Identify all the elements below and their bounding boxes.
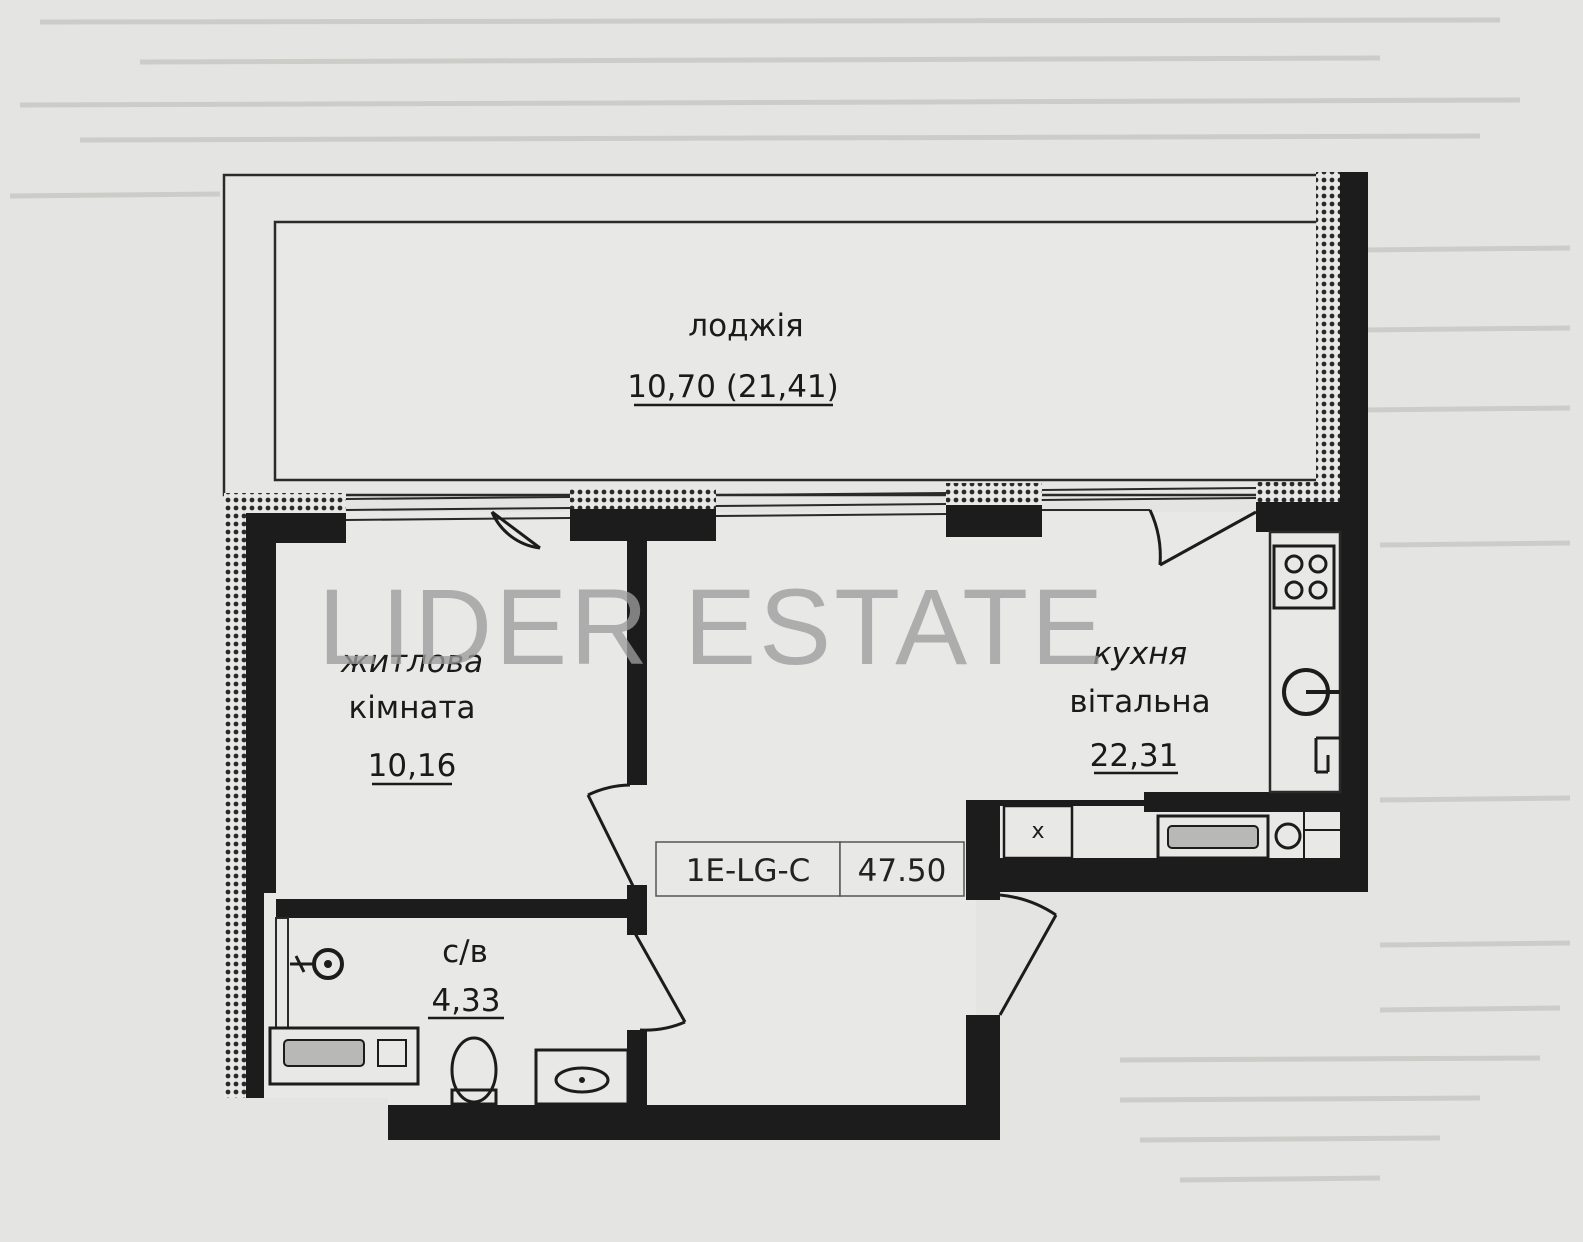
bathroom-door (630, 927, 687, 1032)
bedroom-door (586, 783, 637, 891)
right-jog-wall-upper (966, 800, 1000, 900)
toilet-icon (450, 1036, 498, 1106)
room-labels: житлова кімната 10,16 кухня вітальна 22,… (340, 636, 1211, 1020)
watermark: LIDER ESTATE (318, 566, 1106, 687)
loggia: лоджія 10,70 (21,41) (222, 173, 1324, 497)
kitchen-counter-block (1144, 792, 1340, 812)
balcony-door-left (490, 510, 541, 550)
bottom-right-wall (976, 858, 1368, 892)
exterior-walls (224, 172, 1340, 1098)
apartment-interior (245, 512, 1340, 1105)
kitchen-name-line2: вітальна (1069, 684, 1210, 720)
windows (345, 487, 1257, 521)
appliance-mark: x (1031, 819, 1044, 844)
left-inner-wall (246, 513, 276, 893)
top-hatch-segment-4 (1256, 482, 1340, 502)
solid-walls (246, 172, 1368, 1140)
window-middle (715, 492, 947, 517)
plan-code-box: 1E-LG-C 47.50 (655, 841, 965, 897)
shower-icon (290, 948, 344, 980)
total-area-cell (839, 841, 965, 897)
total-area: 47.50 (858, 853, 947, 889)
partition-vertical (627, 535, 647, 785)
stove-oven-icon (1156, 812, 1340, 860)
loggia-inner-outline (273, 220, 1324, 482)
bedroom-name-line2: кімната (348, 690, 475, 726)
top-hatch-segment-2 (570, 487, 716, 509)
partition-horizontal (276, 899, 631, 918)
kitchen-wall-counter (1268, 530, 1342, 794)
loggia-area: 10,70 (21,41) (627, 369, 839, 405)
bathroom-name: с/в (442, 934, 488, 970)
bedroom-area: 10,16 (368, 748, 457, 784)
left-hatched-wall (224, 493, 246, 1098)
kitchen-area: 22,31 (1090, 738, 1179, 774)
plan-code-cell (655, 841, 841, 897)
bottom-wall (388, 1105, 1000, 1140)
window-left (345, 496, 571, 521)
partition-vertical-lower (627, 885, 647, 935)
balcony-door-right (1148, 509, 1257, 567)
kitchen-name-line1: кухня (1093, 636, 1187, 672)
loggia-name: лоджія (688, 308, 803, 344)
window-right (1041, 487, 1257, 511)
doors (490, 509, 1257, 1032)
bedroom-name-line1: житлова (340, 644, 483, 680)
interior-floor (245, 512, 1340, 1105)
entrance-door (998, 893, 1058, 1016)
top-wall-right-pier (946, 505, 1042, 537)
partition-bath-right (627, 1030, 647, 1110)
hob-icon (1272, 544, 1336, 610)
kitchen-fixtures: x (1002, 530, 1342, 860)
background-print-lines (9, 17, 1571, 1183)
appliance-box: x (1002, 804, 1074, 860)
bathroom-fixtures (268, 917, 630, 1106)
right-outer-wall (1340, 172, 1368, 892)
dishwasher-icon (1314, 736, 1340, 774)
kitchen-counter-edge (1000, 800, 1144, 806)
right-hatched-wall (1316, 172, 1340, 495)
top-hatch-segment-1 (224, 493, 346, 513)
top-wall-left-pier (246, 513, 346, 543)
bathroom-area: 4,33 (431, 983, 500, 1019)
left-lower-inner-wall (246, 893, 264, 1098)
plan-code: 1E-LG-C (686, 853, 811, 889)
top-hatch-segment-3 (946, 483, 1042, 505)
washbasin-icon (534, 1048, 630, 1106)
sink-icon (1282, 668, 1340, 716)
top-wall-corner (1256, 502, 1340, 532)
washing-machine-icon (268, 1026, 420, 1086)
